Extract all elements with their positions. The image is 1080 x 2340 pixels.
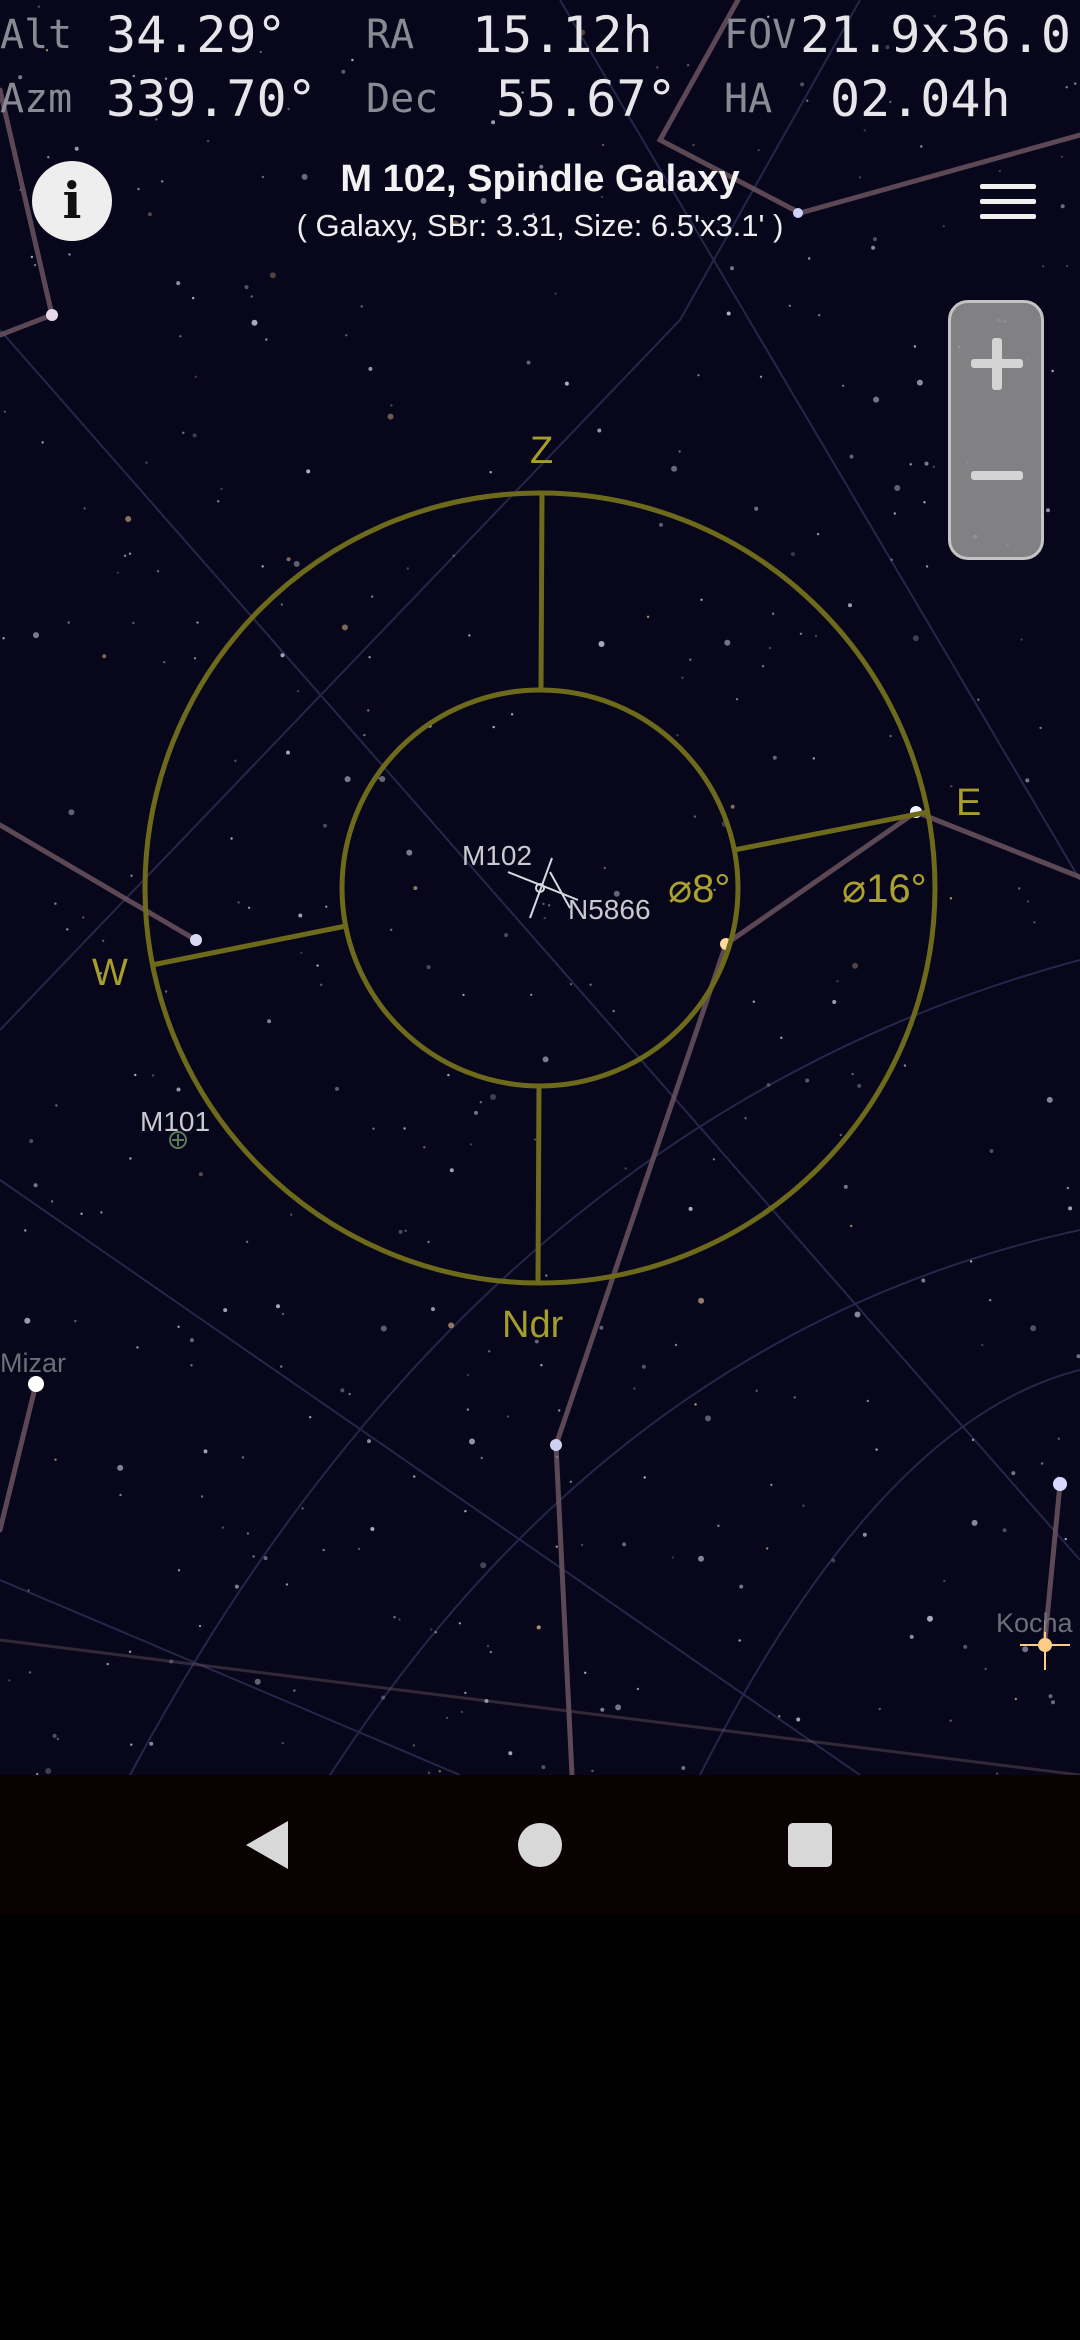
circle-home-icon xyxy=(518,1823,562,1867)
m102-label[interactable]: M102 xyxy=(462,840,533,871)
star-right-lower[interactable] xyxy=(1053,1477,1067,1491)
zenith-label: Z xyxy=(530,430,554,472)
reticle-zenith-tick xyxy=(538,492,545,691)
info-icon: i xyxy=(62,171,82,230)
constellation-lines xyxy=(0,0,1080,1775)
n5866-label[interactable]: N5866 xyxy=(568,894,651,925)
sky-map[interactable]: Alt 34.29° RA 15.12h FOV 21.9x36.0 Azm 3… xyxy=(0,0,1080,1775)
m101-galaxy-marker[interactable] xyxy=(169,1131,187,1149)
ha-label: HA xyxy=(724,76,773,122)
star-lower[interactable] xyxy=(550,1439,562,1451)
star-left-mid[interactable] xyxy=(190,934,202,946)
plus-icon xyxy=(971,338,1023,390)
recents-button[interactable] xyxy=(770,1805,850,1885)
ra-value: 15.12h xyxy=(472,6,653,64)
star-mizar[interactable] xyxy=(28,1376,44,1392)
ha-value: 02.04h xyxy=(830,70,1011,128)
east-label: E xyxy=(956,782,982,824)
minus-icon xyxy=(971,471,1023,480)
kochab-label[interactable]: Kocha xyxy=(996,1608,1073,1638)
zoom-out-button[interactable] xyxy=(951,431,1041,557)
square-recents-icon xyxy=(788,1823,832,1867)
home-button[interactable] xyxy=(500,1805,580,1885)
star-right-top[interactable] xyxy=(793,208,803,218)
m101-label[interactable]: M101 xyxy=(140,1106,211,1137)
hamburger-menu-icon xyxy=(980,184,1036,189)
reticle xyxy=(142,490,938,1286)
fov-label: FOV xyxy=(724,12,797,58)
azm-value: 339.70° xyxy=(106,70,317,128)
zoom-in-button[interactable] xyxy=(951,303,1041,429)
reticle-nadir-tick xyxy=(535,1085,542,1284)
triangle-back-icon xyxy=(246,1821,288,1869)
dec-value: 55.67° xyxy=(496,70,677,128)
reticle-inner-ring xyxy=(339,687,741,1089)
sky-chart[interactable] xyxy=(0,0,1080,1775)
mizar-label[interactable]: Mizar xyxy=(0,1348,66,1378)
menu-button[interactable] xyxy=(972,178,1044,228)
m102-galaxy-marker[interactable] xyxy=(507,857,579,919)
bright-stars xyxy=(28,208,1070,1670)
object-subtitle: ( Galaxy, SBr: 3.31, Size: 6.5'x3.1' ) xyxy=(296,208,784,243)
info-button[interactable]: i xyxy=(32,161,112,241)
alt-value: 34.29° xyxy=(106,6,287,64)
star-left-top[interactable] xyxy=(46,309,58,321)
object-title[interactable]: M 102, Spindle Galaxy xyxy=(340,158,740,200)
outer-fov-label: ⌀16° xyxy=(842,867,927,911)
dec-label: Dec xyxy=(366,76,439,122)
west-label: W xyxy=(92,952,128,994)
background-stars xyxy=(2,5,1080,1775)
back-button[interactable] xyxy=(228,1805,308,1885)
fov-value: 21.9x36.0 xyxy=(800,6,1071,64)
reticle-east-tick xyxy=(733,809,929,853)
ra-label: RA xyxy=(366,12,415,58)
inner-fov-label: ⌀8° xyxy=(668,867,731,911)
coordinate-grid xyxy=(0,0,1080,1775)
reticle-west-tick xyxy=(151,923,347,968)
nadir-label: Ndr xyxy=(502,1304,564,1346)
azm-label: Azm xyxy=(0,76,73,122)
navigation-bar xyxy=(0,1775,1080,1915)
zoom-control xyxy=(948,300,1044,560)
alt-label: Alt xyxy=(0,12,73,58)
star-kochab[interactable] xyxy=(1020,1620,1070,1670)
